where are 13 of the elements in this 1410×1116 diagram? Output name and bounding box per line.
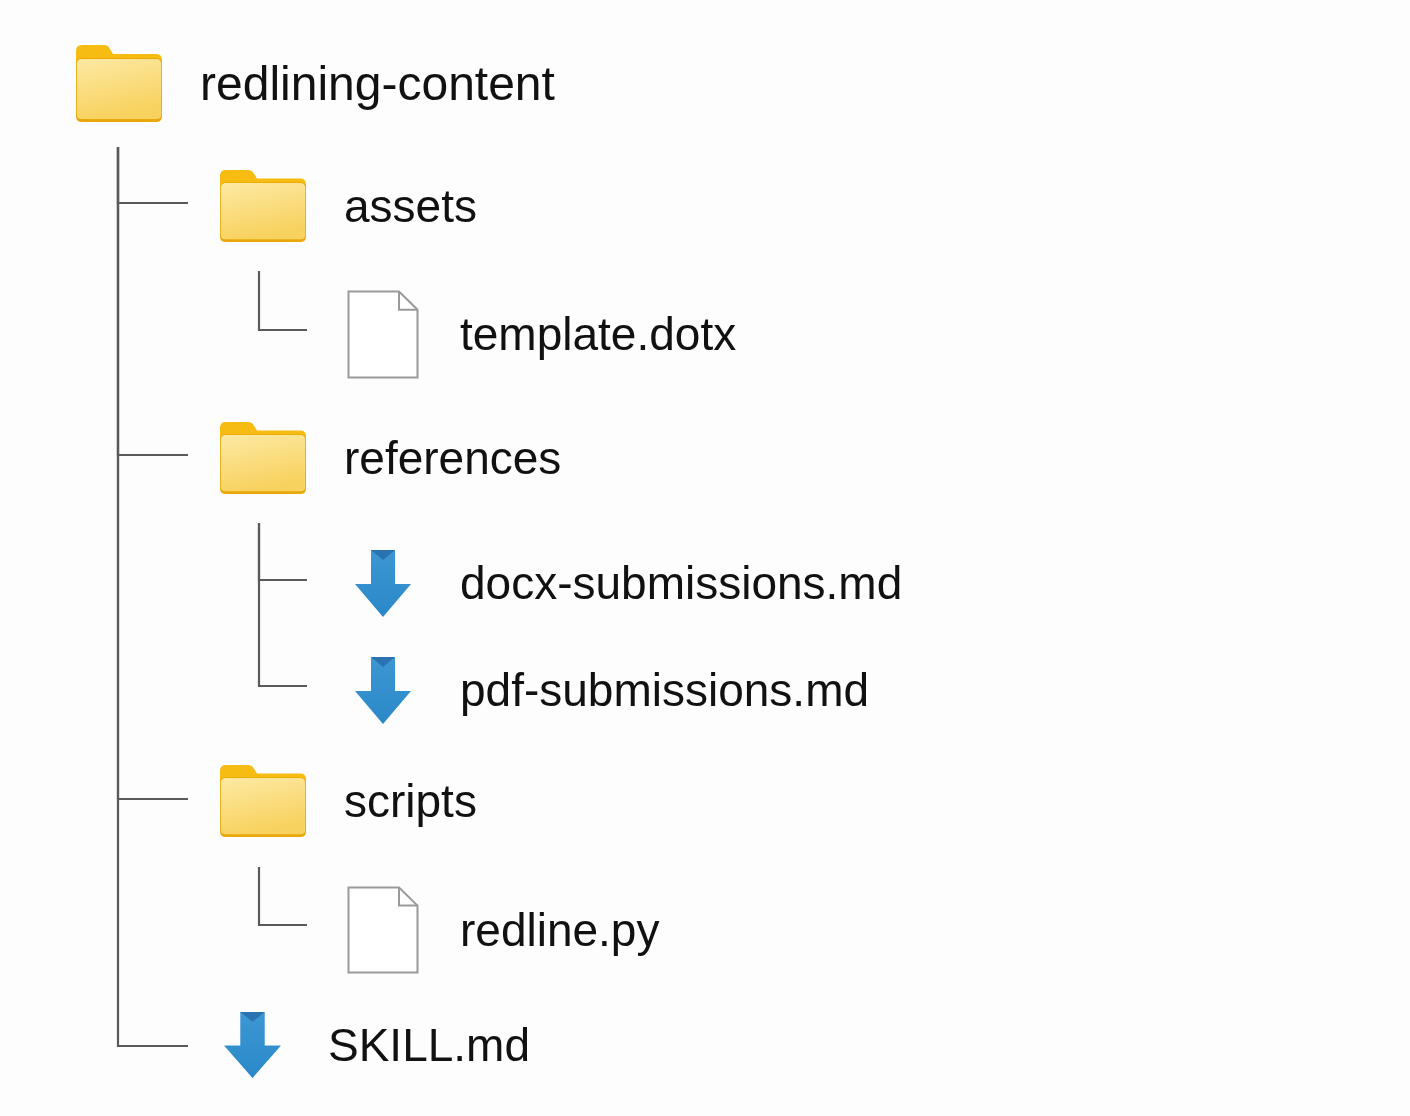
file-name: docx-submissions.md <box>460 557 903 610</box>
file-name: references <box>344 431 562 485</box>
file-name: scripts <box>344 774 477 828</box>
tree-connector <box>257 867 307 927</box>
file-name: template.dotx <box>460 308 737 361</box>
file-name: pdf-submissions.md <box>460 664 870 717</box>
file-name: redlining-content <box>200 55 555 112</box>
tree-connector <box>257 523 307 688</box>
tree-connector <box>116 147 188 1048</box>
file-name: SKILL.md <box>328 1018 530 1072</box>
file-name: redline.py <box>460 903 660 957</box>
tree-connector <box>257 271 307 332</box>
file-name: assets <box>344 179 477 233</box>
